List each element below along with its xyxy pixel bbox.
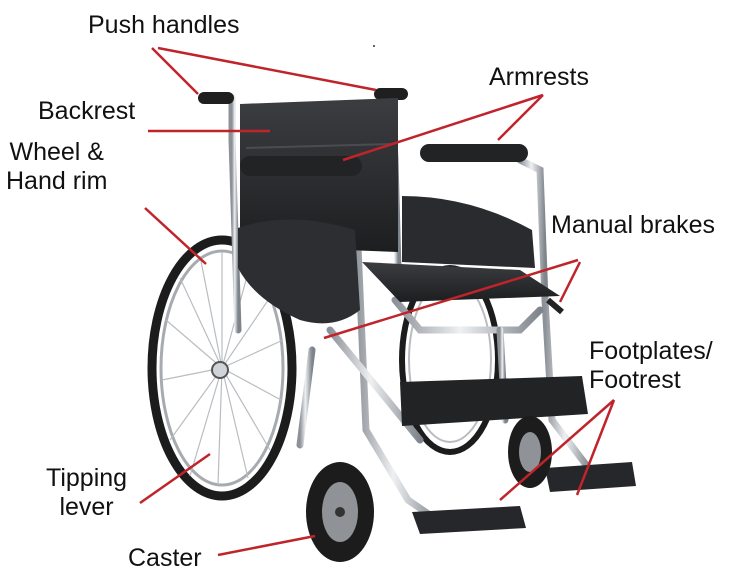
leader-armrests-right [497, 94, 544, 141]
leader-tipping-lever [139, 452, 211, 505]
label-wheel-line-1: Wheel & [9, 138, 104, 166]
label-manual-brakes: Manual brakes [551, 211, 715, 239]
leader-brakes-left [323, 258, 579, 340]
label-backrest: Backrest [38, 97, 136, 125]
push-handle-right [374, 88, 408, 100]
label-push-handles: Push handles [88, 11, 240, 39]
leader-armrests-left [342, 93, 544, 162]
label-armrests: Armrests [489, 63, 589, 91]
label-tipping-lever: Tipping lever [46, 464, 127, 522]
label-wheel-hand-rim: Wheel & Hand rim [6, 138, 107, 196]
leader-push-handles-left [151, 47, 199, 95]
label-footplates-line-1: Footplates/ [589, 337, 713, 365]
label-tipping-line-2: lever [59, 493, 114, 521]
leader-footplates-left [499, 399, 615, 501]
label-caster: Caster [128, 544, 202, 572]
leader-push-handles-right [157, 46, 377, 92]
wheelchair-illustration [147, 88, 636, 562]
leader-footplates-right [575, 399, 616, 496]
brake-lever [546, 297, 564, 315]
armrest-right [420, 144, 528, 162]
armrest-left [240, 156, 362, 176]
footplate-left [412, 506, 526, 534]
caster-right [508, 416, 552, 488]
label-footplates-line-2: Footrest [589, 366, 681, 394]
push-handle-left [198, 92, 234, 104]
leader-brakes-right [558, 261, 582, 303]
label-tipping-line-1: Tipping [46, 464, 128, 492]
calf-strap [400, 376, 588, 426]
label-footplates: Footplates/ Footrest [589, 337, 713, 395]
caster-left [306, 462, 374, 562]
leader-caster [217, 534, 316, 557]
side-panel [238, 219, 360, 324]
leader-lines [139, 46, 616, 557]
label-wheel-line-2: Hand rim [6, 167, 108, 195]
footplate-right [545, 462, 636, 492]
seat [362, 262, 560, 302]
rear-wheel [147, 235, 297, 501]
leader-wheel [144, 207, 207, 265]
